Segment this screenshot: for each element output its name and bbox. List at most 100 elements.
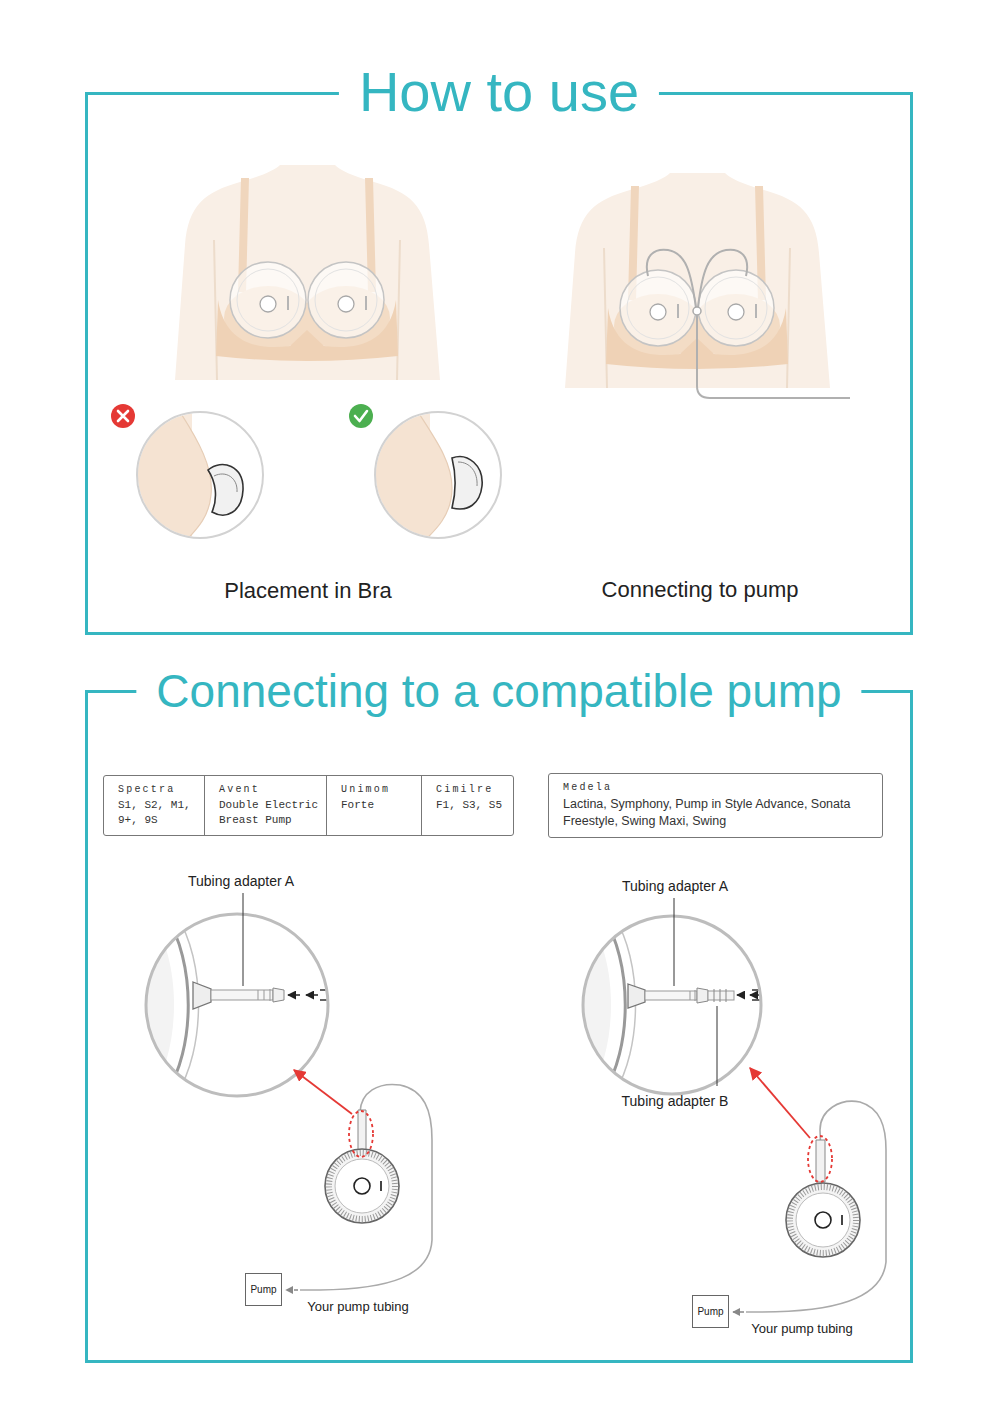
compatibility-column: SpectraS1, S2, M1, 9+, 9S [104,776,204,835]
compatibility-column: CimilreF1, S3, S5 [421,776,513,835]
adapter-inset-ab [714,989,726,1002]
cup-with-tubing-b [733,1068,886,1312]
wrong-icon [118,411,128,421]
placement-inset-right [458,462,477,486]
cup-with-tubing-b [786,1183,860,1257]
adapter-inset-ab [628,984,645,1008]
section-panel: Connecting to a compatible pumpSpectraS1… [85,690,913,1363]
cup-with-tubing-b [746,1101,886,1312]
torso-figure-connected [693,307,701,315]
brand-name: Unimom [341,784,417,795]
part-label: Tubing adapter A [622,878,728,894]
model-list: S1, S2, M1, 9+, 9S [118,798,200,828]
placement-inset-wrong [208,464,243,515]
placement-inset-wrong [214,474,237,492]
adapter-inset-ab [750,994,760,996]
torso-figure-connected [620,270,696,346]
section-heading: How to use [339,64,659,120]
pump-label: Pump [250,1284,276,1295]
pump-label: Pump [697,1306,723,1317]
torso-figure [230,262,306,338]
adapter-inset-ab [737,994,744,996]
adapter-inset-ab [577,898,770,1095]
cup-with-tubing-a [325,1149,399,1223]
compatibility-column: AventDouble Electric Breast Pump [204,776,326,835]
torso-figure-connected [698,250,747,308]
adapter-inset-a [243,893,244,986]
placement-inset-wrong [130,405,263,545]
placement-inset-right [375,412,452,545]
torso-figure-connected [565,173,850,398]
compatibility-box: MedelaLactina, Symphony, Pump in Style A… [548,773,883,838]
correct-icon [349,404,373,428]
torso-figure-connected [698,270,774,346]
wrong-icon [111,404,135,428]
brand-name: Spectra [118,784,200,795]
placement-inset-right [452,457,482,509]
tubing-label: Your pump tubing [307,1300,408,1315]
adapter-inset-ab [602,915,625,1095]
adapter-inset-a [140,915,332,1095]
compatibility-column: MedelaLactina, Symphony, Pump in Style A… [549,774,881,837]
section-panel: How to use [85,92,913,635]
cup-with-tubing-a [294,1070,352,1114]
cup-with-tubing-b [733,1311,744,1312]
placement-inset-right [368,405,501,545]
adapter-inset-ab [583,916,761,1094]
adapter-inset-ab [690,990,695,1001]
adapter-inset-a [306,994,318,996]
part-label: Tubing adapter B [622,1093,729,1109]
placement-inset-right [368,405,482,545]
torso-figure [175,165,440,380]
adapter-inset-a [273,988,284,1002]
adapter-inset-ab [717,1006,718,1086]
brand-name: Cimilre [436,784,509,795]
cup-with-tubing-b [808,1136,832,1182]
model-list: Forte [341,798,417,813]
adapter-inset-ab [697,988,708,1003]
adapter-inset-a [146,914,328,1096]
cup-with-tubing-b [816,1140,825,1182]
model-list: Double Electric Breast Pump [219,798,322,828]
brand-name: Avent [219,784,322,795]
adapter-inset-a [211,990,273,1000]
compatibility-column: UnimomForte [326,776,421,835]
compatibility-box: SpectraS1, S2, M1, 9+, 9SAventDouble Ele… [103,775,514,836]
torso-figure [308,262,384,338]
cup-with-tubing-a [300,1084,432,1290]
section-heading: Connecting to a compatible pump [136,668,861,714]
cup-with-tubing-b [750,1068,810,1138]
adapter-inset-a [288,994,300,996]
pump-box: Pump [692,1295,729,1328]
tubing-label: Your pump tubing [751,1322,852,1337]
placement-inset-wrong [130,405,243,545]
placement-inset-wrong [137,412,211,545]
adapter-inset-a [193,982,211,1009]
wrong-icon [111,404,135,428]
part-label: Tubing adapter A [188,873,294,889]
brand-name: Medela [563,782,877,793]
torso-figure [175,165,440,380]
placement-inset-wrong [137,412,263,538]
step-caption: Connecting to pump [602,577,799,602]
cup-with-tubing-a [349,1111,373,1157]
correct-icon [355,411,367,421]
torso-figure-connected [647,250,696,308]
adapter-inset-ab [674,898,675,986]
step-caption: Placement in Bra [224,578,392,603]
correct-icon [349,404,373,428]
model-list: F1, S3, S5 [436,798,509,813]
cup-with-tubing-a [286,1289,298,1290]
adapter-inset-ab [645,991,697,1000]
torso-figure-connected [697,315,850,398]
adapter-inset-ab [708,991,734,1000]
placement-inset-right [375,412,501,538]
adapter-inset-a [140,893,332,1096]
model-list: Lactina, Symphony, Pump in Style Advance… [563,796,877,830]
adapter-inset-a [165,915,188,1095]
cup-with-tubing-a [286,1070,432,1290]
pump-box: Pump [245,1273,282,1306]
adapter-inset-a [258,989,270,1001]
cup-with-tubing-a [358,1110,366,1150]
